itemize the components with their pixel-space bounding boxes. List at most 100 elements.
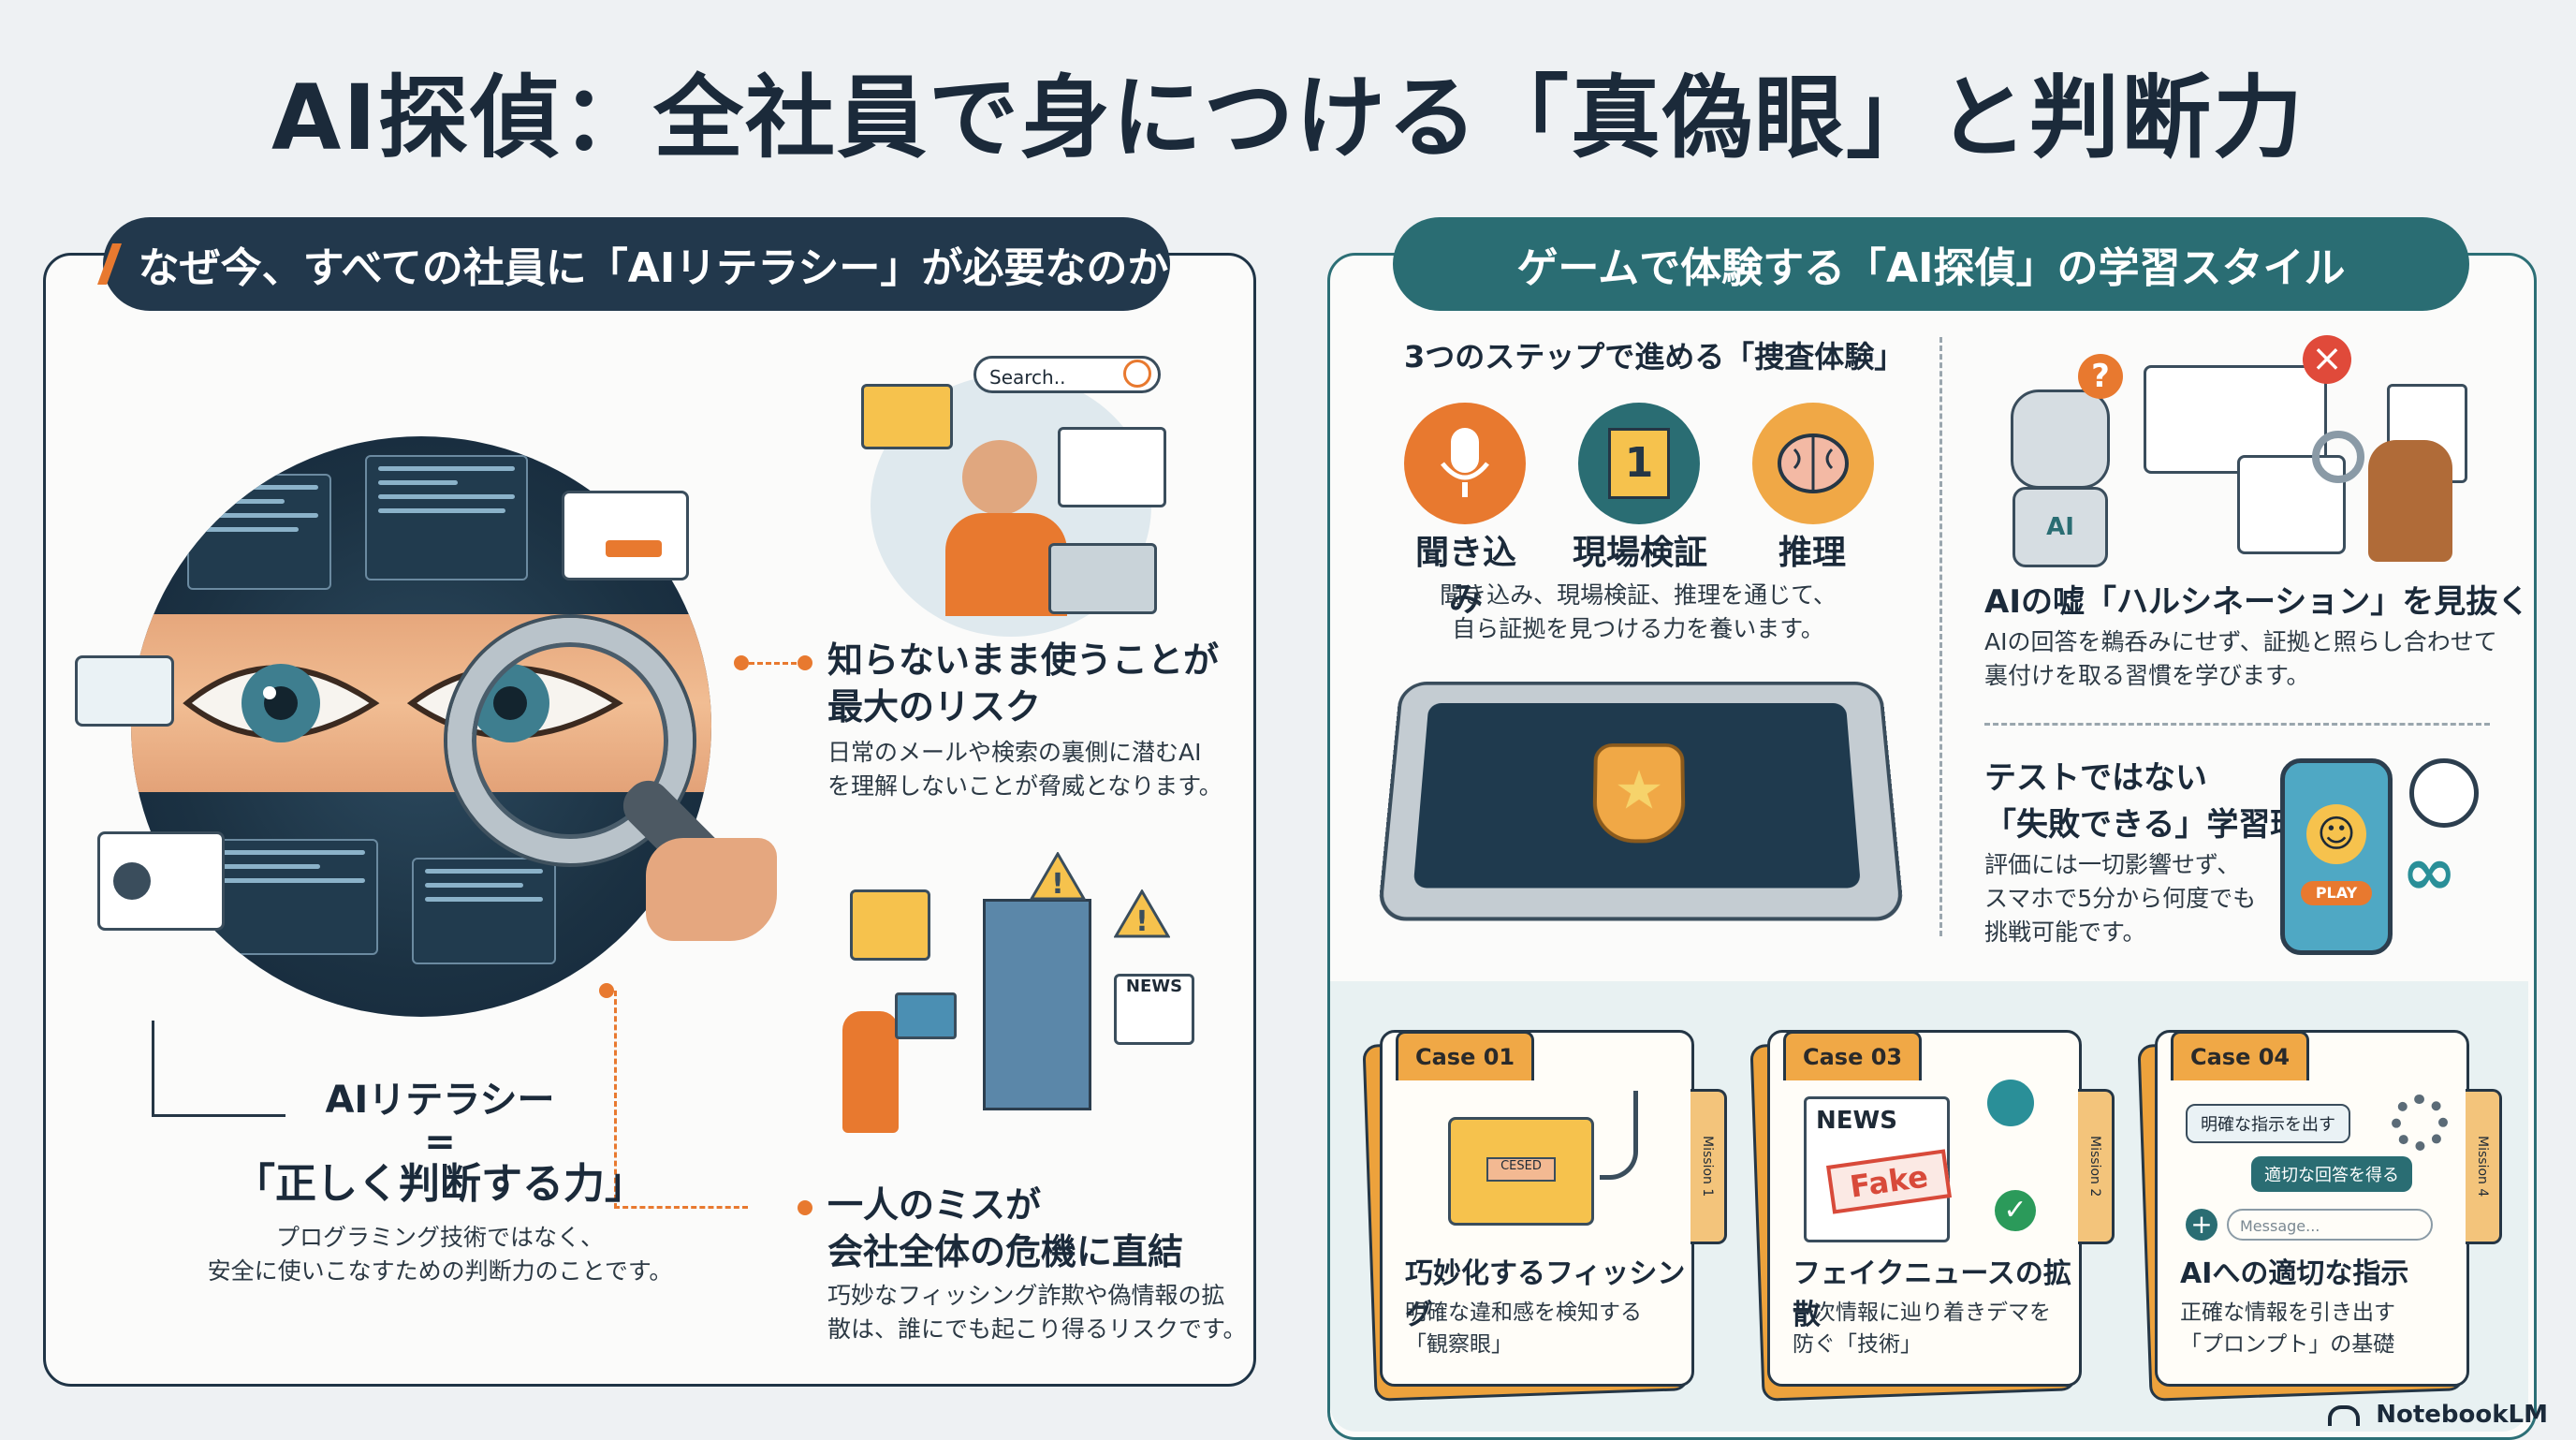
search-icon[interactable] bbox=[1123, 360, 1151, 388]
definition-meaning: 「正しく判断する力」 bbox=[187, 1161, 693, 1208]
definition-desc-line1: プログラミング技術ではなく、 bbox=[187, 1221, 693, 1255]
mail-icon bbox=[861, 384, 953, 449]
browser-window-icon bbox=[562, 491, 689, 580]
hallucination-desc-line1: AIの回答を鵜呑みにせず、証拠と照らし合わせて bbox=[1984, 625, 2497, 659]
risk-desc-line1: 日常のメールや検索の裏側に潜むAI bbox=[827, 736, 1222, 770]
fake-stamp: Fake bbox=[1826, 1149, 1952, 1213]
case-desc-line1: 一次情報に辿り着きデマを bbox=[1793, 1297, 2051, 1329]
case-desc: 一次情報に辿り着きデマを 防ぐ「技術」 bbox=[1793, 1297, 2051, 1360]
smartphone-icon: ☺ PLAY bbox=[2280, 758, 2393, 955]
code-window bbox=[412, 858, 556, 964]
case-desc: 明確な違和感を検知する 「観察眼」 bbox=[1405, 1297, 1642, 1360]
left-header-text: なぜ今、すべての社員に「AIリテラシー」が必要なのか bbox=[139, 234, 1169, 294]
connector-dot bbox=[734, 655, 749, 670]
case-title: AIへの適切な指示 bbox=[2180, 1250, 2408, 1291]
steps-desc-line2: 自ら証拠を見つける力を養います。 bbox=[1423, 612, 1853, 646]
stamp-text: CESED bbox=[1486, 1157, 1556, 1182]
risk-title-line1: 知らないまま使うことが bbox=[827, 637, 1219, 683]
risk-desc: 日常のメールや検索の裏側に潜むAI を理解しないことが脅威となります。 bbox=[827, 736, 1222, 803]
fail-desc-line2: スマホで5分から何度でも bbox=[1984, 882, 2256, 916]
step-label-3: 推理 bbox=[1747, 530, 1878, 577]
risk-title-line2: 最大のリスク bbox=[827, 683, 1219, 730]
code-window bbox=[365, 455, 528, 580]
definition-term: AIリテラシー bbox=[187, 1077, 693, 1124]
case-label: Case 04 bbox=[2171, 1031, 2309, 1080]
definition-desc-line2: 安全に使いこなすための判断力のことです。 bbox=[187, 1255, 693, 1288]
svg-text:!: ! bbox=[1135, 905, 1149, 938]
mail-icon bbox=[850, 889, 930, 961]
definition-equals: = bbox=[187, 1124, 693, 1161]
case-desc: 正確な情報を引き出す 「プロンプト」の基礎 bbox=[2180, 1297, 2395, 1360]
brand-footer: NotebookLM bbox=[2328, 1401, 2548, 1429]
svg-text:!: ! bbox=[1051, 868, 1064, 901]
crisis-title-line2: 会社全体の危機に直結 bbox=[827, 1228, 1183, 1275]
laptop-icon bbox=[895, 992, 957, 1039]
footer-text: NotebookLM bbox=[2376, 1401, 2548, 1429]
right-header-text: ゲームで体験する「AI探偵」の学習スタイル bbox=[1516, 234, 2345, 294]
case-label: Case 01 bbox=[1396, 1031, 1534, 1080]
building-icon bbox=[983, 899, 1091, 1110]
infinity-icon: ∞ bbox=[2402, 839, 2456, 904]
crisis-desc-line2: 散は、誰にでも起こり得るリスクです。 bbox=[827, 1313, 1247, 1346]
news-icon: NEWS bbox=[1114, 974, 1194, 1045]
risk-desc-line2: を理解しないことが脅威となります。 bbox=[827, 770, 1222, 803]
case-card-2[interactable]: Case 03 Mission 2 NEWS Fake ✓ フェイクニュースの拡… bbox=[1767, 1030, 2082, 1387]
divider-line bbox=[1984, 723, 2490, 726]
hallucination-desc: AIの回答を鵜呑みにせず、証拠と照らし合わせて 裏付けを取る習慣を学びます。 bbox=[1984, 625, 2497, 693]
browser-window-icon bbox=[1058, 427, 1166, 507]
evidence-marker-icon: 1 bbox=[1578, 403, 1700, 524]
laptop-icon bbox=[1048, 543, 1157, 614]
fail-desc-line3: 挑戦可能です。 bbox=[1984, 916, 2256, 949]
connector-line bbox=[749, 662, 805, 665]
person-icon bbox=[842, 1011, 899, 1133]
tablet-device: ★ bbox=[1377, 682, 1905, 920]
profile-card-icon bbox=[97, 831, 225, 931]
case-desc-line2: 防ぐ「技術」 bbox=[1793, 1329, 2051, 1360]
question-icon: ? bbox=[2078, 354, 2123, 399]
connector-dot bbox=[599, 983, 614, 998]
left-section-header: なぜ今、すべての社員に「AIリテラシー」が必要なのか bbox=[103, 217, 1170, 311]
warning-icon: ! bbox=[1030, 852, 1086, 901]
chat-window-icon bbox=[75, 655, 174, 727]
news-icon: NEWS Fake bbox=[1804, 1096, 1950, 1242]
case-desc-line2: 「観察眼」 bbox=[1405, 1329, 1642, 1360]
fishhook-icon bbox=[1600, 1091, 1638, 1180]
case-desc-line1: 正確な情報を引き出す bbox=[2180, 1297, 2395, 1329]
case-label: Case 03 bbox=[1783, 1031, 1922, 1080]
fail-desc-line1: 評価には一切影響せず、 bbox=[1984, 848, 2256, 882]
evidence-marker-number: 1 bbox=[1608, 428, 1670, 499]
chat-bubble-1: 明確な指示を出す bbox=[2186, 1104, 2350, 1143]
detective-icon bbox=[2368, 440, 2452, 562]
chat-bubble-2: 適切な回答を得る bbox=[2251, 1156, 2412, 1192]
connector-dot bbox=[798, 655, 812, 670]
step-label-2: 現場検証 bbox=[1565, 530, 1715, 577]
case-desc-line2: 「プロンプト」の基礎 bbox=[2180, 1329, 2395, 1360]
divider-line bbox=[1939, 337, 1942, 936]
robot-head-icon bbox=[2011, 389, 2110, 489]
steps-desc: 聞き込み、現場検証、推理を通じて、 自ら証拠を見つける力を養います。 bbox=[1423, 579, 1853, 646]
crisis-desc: 巧妙なフィッシング詐欺や偽情報の拡 散は、誰にでも起こり得るリスクです。 bbox=[827, 1279, 1247, 1346]
play-button[interactable]: PLAY bbox=[2301, 881, 2372, 905]
gear-icon bbox=[2392, 1095, 2448, 1151]
add-icon[interactable]: + bbox=[2186, 1209, 2217, 1241]
check-icon: ✓ bbox=[1995, 1190, 2036, 1231]
badge-icon: ★ bbox=[1592, 743, 1686, 843]
mission-tab: Mission 4 bbox=[2466, 1089, 2502, 1244]
risk-title: 知らないまま使うことが 最大のリスク bbox=[827, 637, 1219, 730]
code-window bbox=[187, 474, 331, 590]
code-window bbox=[206, 839, 378, 955]
mission-tab: Mission 1 bbox=[1690, 1089, 1727, 1244]
magnifying-glass-icon bbox=[2312, 431, 2364, 483]
case-card-1[interactable]: Case 01 Mission 1 CESED 巧妙化するフィッシング 明確な違… bbox=[1380, 1030, 1694, 1387]
phishing-mail-icon: CESED bbox=[1448, 1117, 1594, 1226]
case-card-3[interactable]: Case 04 Mission 4 明確な指示を出す 適切な回答を得る + Me… bbox=[2155, 1030, 2469, 1387]
fail-desc: 評価には一切影響せず、 スマホで5分から何度でも 挑戦可能です。 bbox=[1984, 848, 2256, 949]
crisis-title: 一人のミスが 会社全体の危機に直結 bbox=[827, 1182, 1183, 1275]
hallucination-desc-line2: 裏付けを取る習慣を学びます。 bbox=[1984, 659, 2497, 693]
message-input[interactable]: Message... bbox=[2227, 1209, 2433, 1241]
case-desc-line1: 明確な違和感を検知する bbox=[1405, 1297, 1642, 1329]
warning-icon: ! bbox=[1114, 889, 1170, 938]
person-head-icon bbox=[962, 440, 1037, 515]
mission-tab: Mission 2 bbox=[2078, 1089, 2115, 1244]
brain-icon bbox=[1752, 403, 1874, 524]
